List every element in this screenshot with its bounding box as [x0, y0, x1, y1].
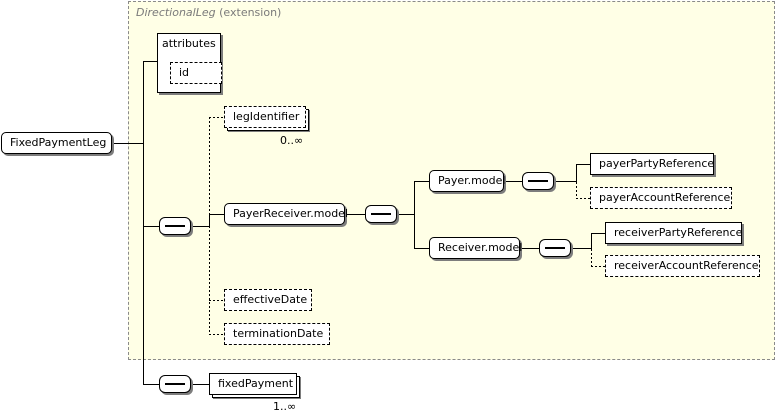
element-leg-identifier[interactable]: legIdentifier — [224, 106, 306, 128]
element-leg-identifier-label: legIdentifier — [233, 110, 300, 123]
element-receiver-account-reference-label: receiverAccountReference — [614, 259, 759, 272]
extension-title: DirectionalLeg (extension) — [136, 6, 281, 19]
element-fixed-payment-label: fixedPayment — [218, 377, 294, 390]
sequence-connector-main — [159, 217, 191, 235]
sequence-connector-receiver — [539, 239, 571, 257]
element-termination-date-label: terminationDate — [233, 327, 324, 340]
cardinality-fixed-payment: 1..∞ — [273, 400, 297, 413]
root-element-label: FixedPaymentLeg — [10, 136, 107, 149]
group-payer-receiver-model[interactable]: PayerReceiver.model — [224, 203, 349, 225]
sequence-connector-fixedpayment — [159, 375, 191, 393]
group-receiver-model[interactable]: Receiver.model — [429, 237, 523, 259]
attributes-title: attributes — [162, 37, 216, 50]
element-payer-party-reference-label: payerPartyReference — [599, 157, 715, 170]
cardinality-leg-identifier: 0..∞ — [280, 134, 304, 147]
group-payer-receiver-model-label: PayerReceiver.model — [233, 207, 349, 220]
element-receiver-account-reference[interactable]: receiverAccountReference — [605, 255, 760, 277]
attribute-id-label: id — [179, 66, 190, 79]
element-receiver-party-reference[interactable]: receiverPartyReference — [605, 222, 742, 244]
extension-type-name: DirectionalLeg — [136, 6, 216, 19]
sequence-connector-payer — [522, 172, 554, 190]
sequence-dots-icon — [165, 225, 185, 227]
group-payer-model-label: Payer.model — [438, 174, 506, 187]
group-payer-model[interactable]: Payer.model — [429, 170, 506, 192]
extension-suffix: (extension) — [219, 6, 282, 19]
sequence-dots-icon — [528, 180, 548, 182]
element-payer-account-reference[interactable]: payerAccountReference — [590, 187, 732, 209]
element-payer-party-reference[interactable]: payerPartyReference — [590, 153, 714, 175]
root-element[interactable]: FixedPaymentLeg — [1, 132, 112, 154]
group-receiver-model-label: Receiver.model — [438, 241, 523, 254]
element-termination-date[interactable]: terminationDate — [224, 323, 330, 345]
attribute-id[interactable]: id — [170, 62, 222, 84]
element-effective-date[interactable]: effectiveDate — [224, 289, 312, 311]
attributes-group: attributes id — [157, 33, 222, 93]
sequence-dots-icon — [371, 213, 391, 215]
element-payer-account-reference-label: payerAccountReference — [599, 191, 731, 204]
element-receiver-party-reference-label: receiverPartyReference — [614, 226, 743, 239]
element-effective-date-label: effectiveDate — [233, 293, 308, 306]
sequence-dots-icon — [545, 247, 565, 249]
sequence-connector-payerreceiver — [365, 205, 397, 223]
element-fixed-payment[interactable]: fixedPayment — [209, 373, 297, 395]
sequence-dots-icon — [165, 383, 185, 385]
